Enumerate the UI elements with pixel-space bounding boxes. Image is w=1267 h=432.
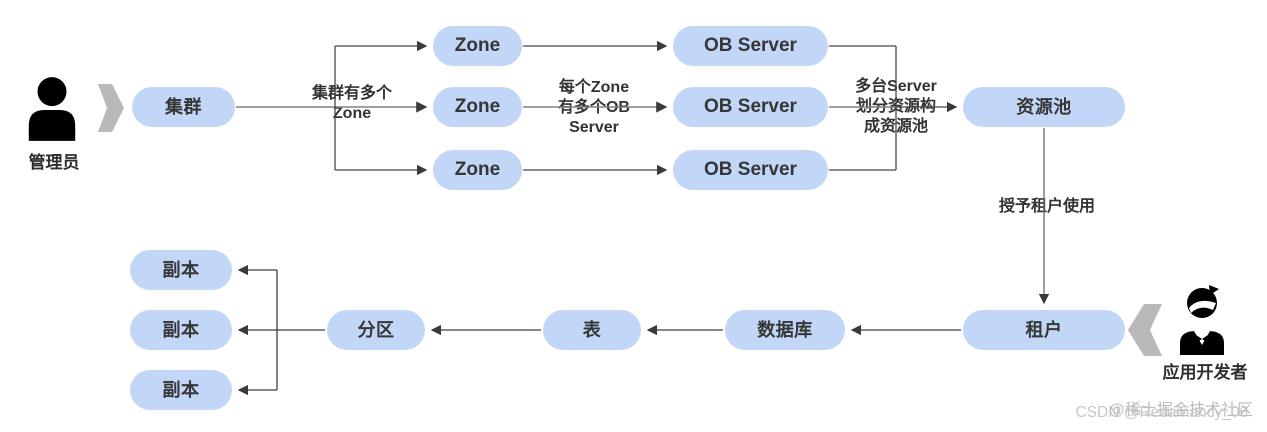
node-zone-3: Zone	[433, 150, 522, 190]
edge-label-cluster-to-zones: 集群有多个 Zone	[311, 85, 392, 122]
node-ob-server-1: OB Server	[673, 26, 828, 66]
node-zone-2: Zone	[433, 87, 522, 127]
node-cluster: 集群	[132, 87, 235, 127]
edge-label-pool-to-tenant: 授予租户使用	[998, 198, 1095, 215]
node-database: 数据库	[725, 310, 845, 350]
node-replica-2: 副本	[130, 310, 232, 350]
edge-label-servers-to-pool: 多台Server 划分资源构 成资源池	[855, 78, 937, 135]
admin-person-icon	[23, 76, 81, 142]
developer-person-icon	[1176, 285, 1228, 355]
node-partition: 分区	[327, 310, 425, 350]
node-replica-3: 副本	[130, 370, 232, 410]
person-silhouette-icon	[28, 77, 76, 141]
admin-to-cluster-block-arrow-icon	[98, 84, 124, 132]
admin-label: 管理员	[28, 153, 80, 172]
node-replica-1: 副本	[130, 250, 232, 290]
node-tenant: 租户	[963, 310, 1125, 350]
developer-to-tenant-block-arrow-icon	[1128, 304, 1162, 356]
node-ob-server-2: OB Server	[673, 87, 828, 127]
developer-silhouette-icon	[1180, 285, 1224, 355]
node-zone-1: Zone	[433, 26, 522, 66]
node-table: 表	[543, 310, 641, 350]
developer-label: 应用开发者	[1162, 363, 1248, 382]
node-resource-pool: 资源池	[963, 87, 1125, 127]
watermark-csdn: CSDN @Redamancy_06	[1075, 404, 1248, 421]
node-ob-server-3: OB Server	[673, 150, 828, 190]
edge-label-zone-to-servers: 每个Zone 有多个OB Server	[557, 79, 630, 136]
watermark-juejin: @稀土掘金技术社区	[1108, 402, 1253, 419]
